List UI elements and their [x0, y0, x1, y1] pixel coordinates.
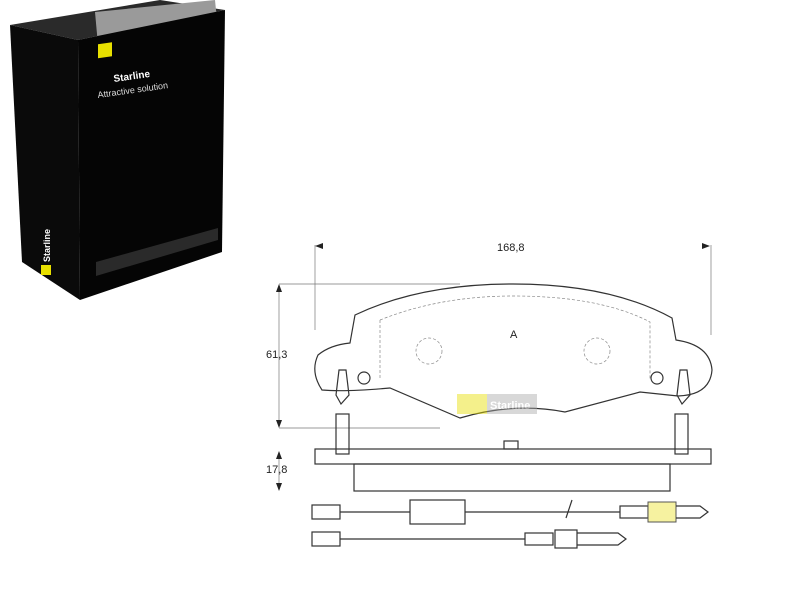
box-side-brand: Starline — [42, 229, 52, 262]
arrow-right-icon — [702, 243, 710, 249]
arrow-left-icon — [315, 243, 323, 249]
side-logo-icon — [41, 265, 51, 275]
box-brand: Starline — [113, 69, 151, 85]
watermark-text: Starline — [490, 400, 530, 412]
product-box: Starline Attractive solution Starline — [10, 0, 225, 300]
box-front-face — [78, 10, 225, 300]
thickness-dimension: 17,8 — [266, 464, 287, 476]
watermark: Starline — [457, 394, 537, 414]
height-dimension: 61,3 — [266, 349, 287, 361]
box-side-face — [10, 25, 80, 300]
wear-sensor-1 — [311, 499, 709, 525]
brake-pad-drawing: 168,8 61,3 A Starline 17,8 — [266, 242, 713, 549]
starline-logo-icon — [98, 42, 112, 59]
wear-sensor-2 — [311, 529, 627, 549]
side-a-label: A — [510, 329, 518, 341]
width-dimension: 168,8 — [497, 242, 525, 254]
